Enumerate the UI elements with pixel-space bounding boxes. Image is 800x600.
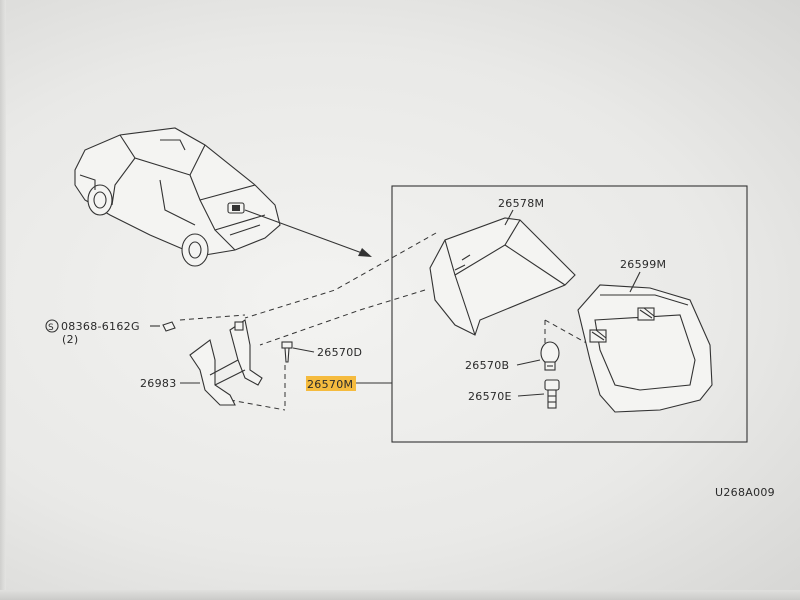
label-cover: 26578M: [498, 197, 544, 210]
bolt: [150, 321, 176, 332]
label-bolt-qty: (2): [62, 333, 78, 346]
label-lamp-assembly: 26570M: [307, 378, 353, 391]
leader-arrow: [244, 209, 372, 257]
lamp-cover: [429, 217, 576, 336]
screen-bezel-left: [0, 0, 6, 600]
label-lamp-body: 26599M: [620, 258, 666, 271]
bulb: [540, 341, 560, 371]
label-bracket: 26983: [140, 377, 177, 390]
socket: [544, 379, 560, 409]
label-socket: 26570E: [468, 390, 512, 403]
label-bolt-prefix: S: [48, 323, 54, 333]
label-screw: 26570D: [317, 346, 362, 359]
screen-bezel-bottom: [0, 590, 800, 600]
label-bulb: 26570B: [465, 359, 509, 372]
car-illustration: [74, 127, 281, 267]
diagram-code: U268A009: [715, 486, 775, 499]
detail-box: [391, 185, 748, 443]
bracket: [189, 319, 263, 406]
label-bolt: 08368-6162G: [61, 320, 140, 333]
part-highlight: [306, 376, 356, 391]
bolt-prefix-circle: [45, 319, 59, 333]
screw: [281, 341, 293, 363]
lamp-body: [577, 284, 713, 413]
label-leaders: [180, 209, 641, 397]
projection-lines: [179, 232, 591, 411]
